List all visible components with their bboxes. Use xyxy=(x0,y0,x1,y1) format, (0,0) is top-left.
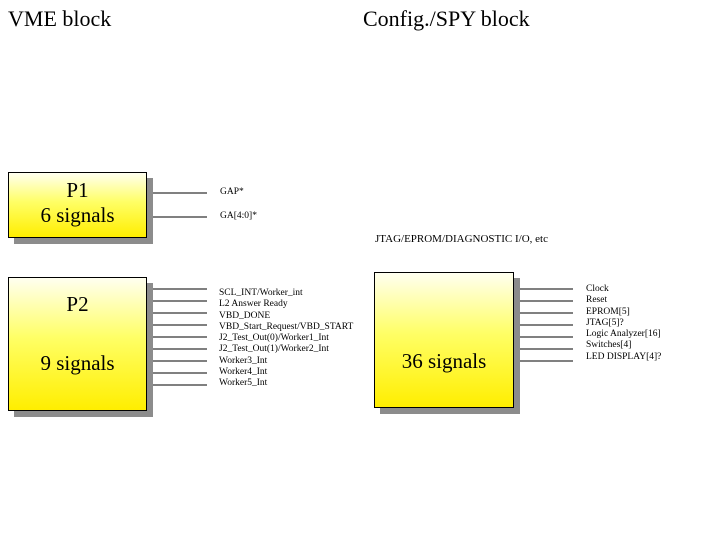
p2-signal-label: SCL_INT/Worker_int xyxy=(219,288,303,298)
p2-signal-list: SCL_INT/Worker_int L2 Answer Ready VBD_D… xyxy=(219,288,353,390)
p2-signal-label: Worker4_Int xyxy=(219,367,268,378)
config-signal-label: JTAG[5]? xyxy=(586,317,624,328)
p1-signal-label: GAP* xyxy=(220,187,244,197)
p2-signal-label: Worker3_Int xyxy=(219,355,268,366)
config-signal-label: Logic Analyzer[16] xyxy=(586,329,661,340)
config-signal-lines xyxy=(518,288,573,362)
config-spy-block-title: Config./SPY block xyxy=(363,6,530,31)
p1-block: P1 6 signals xyxy=(8,172,147,238)
p2-block-signal-count: 9 signals xyxy=(40,351,115,375)
config-signal-list: Clock Reset EPROM[5] JTAG[5]? Logic Anal… xyxy=(586,284,661,363)
p2-block-name: P2 xyxy=(66,292,89,316)
config-spy-block: 36 signals xyxy=(374,272,514,408)
p2-block: P2 9 signals xyxy=(8,277,147,411)
config-signal-label: Reset xyxy=(586,295,608,306)
p2-signal-label: VBD_DONE xyxy=(219,310,271,321)
p1-signal-lines xyxy=(150,192,207,218)
p2-signal-label: L2 Answer Ready xyxy=(219,299,288,310)
config-signal-label: Switches[4] xyxy=(586,340,632,351)
config-signal-label: EPROM[5] xyxy=(586,306,630,317)
config-signal-label: Clock xyxy=(586,284,609,294)
vme-block-title: VME block xyxy=(8,6,112,31)
p2-signal-lines xyxy=(150,288,207,386)
config-signal-label: LED DISPLAY[4]? xyxy=(586,351,662,362)
p2-signal-label: Worker5_Int xyxy=(219,378,268,389)
p2-signal-label: VBD_Start_Request/VBD_START xyxy=(219,321,354,332)
p2-signal-label: J2_Test_Out(0)/Worker1_Int xyxy=(219,333,329,344)
config-block-signal-count: 36 signals xyxy=(401,349,487,373)
p1-signal-label: GA[4:0]* xyxy=(220,211,257,221)
p2-signal-label: J2_Test_Out(1)/Worker2_Int xyxy=(219,344,329,355)
p1-block-signal-count: 6 signals xyxy=(40,203,115,227)
config-io-label: JTAG/EPROM/DIAGNOSTIC I/O, etc xyxy=(375,233,548,245)
p1-block-name: P1 xyxy=(66,178,89,202)
